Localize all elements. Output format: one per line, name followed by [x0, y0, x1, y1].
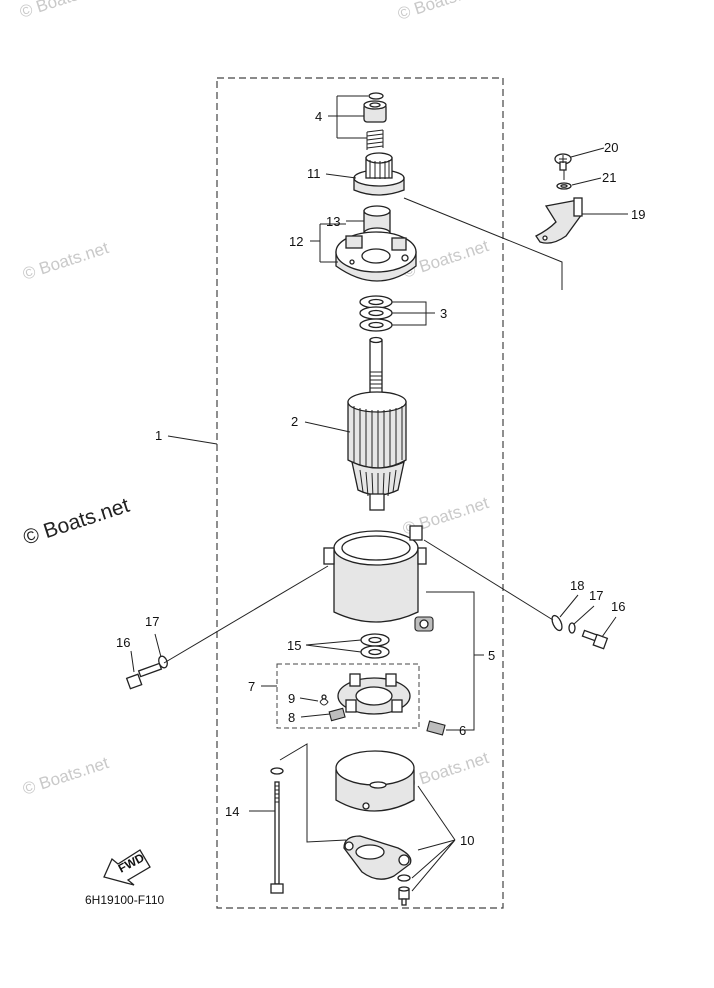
lock-washer: [556, 182, 572, 190]
brush-left: [328, 707, 346, 722]
watermark: © Boats.net: [20, 753, 111, 799]
callout-5: 5: [488, 648, 495, 663]
callout-16-left: 16: [116, 635, 130, 650]
callout-20: 20: [604, 140, 618, 155]
diagram-code: 6H19100-F110: [85, 893, 164, 907]
screw: [554, 153, 572, 171]
yoke-washers: [360, 633, 390, 659]
callout-19: 19: [631, 207, 645, 222]
callout-11: 11: [307, 166, 321, 181]
lower-bracket-plate: [343, 835, 412, 880]
callout-16-right: 16: [611, 599, 625, 614]
watermark: © Boats.net: [395, 0, 486, 24]
watermark: © Boats.net: [20, 238, 111, 284]
brush-spring: [319, 694, 329, 706]
mounting-bracket: [535, 197, 583, 244]
callout-15: 15: [287, 638, 301, 653]
end-bracket: [335, 231, 417, 282]
callout-3: 3: [440, 306, 447, 321]
callout-12: 12: [289, 234, 303, 249]
callout-17-left: 17: [145, 614, 159, 629]
brush-holder-boundary: [276, 663, 420, 729]
callout-21: 21: [602, 170, 616, 185]
callout-6: 6: [459, 723, 466, 738]
callout-13: 13: [326, 214, 340, 229]
callout-10: 10: [460, 833, 474, 848]
left-bolt-and-washer: [125, 655, 168, 690]
pinion-stop-set: [363, 92, 387, 150]
callout-4: 4: [315, 109, 322, 124]
armature: [347, 336, 407, 511]
right-bolt-and-washers: [551, 614, 609, 650]
fwd-arrow: FWD: [103, 849, 151, 886]
callout-17-right: 17: [589, 588, 603, 603]
watermark-dark: © Boats.net: [20, 494, 132, 550]
yoke: [323, 525, 434, 632]
callout-14: 14: [225, 804, 239, 819]
assembly-boundary: [216, 77, 504, 909]
callout-9: 9: [288, 691, 295, 706]
callout-18: 18: [570, 578, 584, 593]
end-cover: [335, 750, 415, 812]
callout-labels: 4 11 13 12 3 2 1 5 15 7 9 8 6 14 10 16 1…: [116, 109, 645, 848]
thrust-washers: [359, 295, 393, 332]
brush-right: [426, 720, 446, 736]
watermark: © Boats.net: [17, 0, 108, 22]
callout-7: 7: [248, 679, 255, 694]
pinion-drive: [353, 152, 405, 196]
callout-8: 8: [288, 710, 295, 725]
bracket-bolts: [397, 874, 411, 906]
leader-lines: [130, 95, 628, 892]
brush-holder: [337, 673, 411, 715]
through-bolt: [270, 767, 284, 894]
callout-2: 2: [291, 414, 298, 429]
callout-1: 1: [155, 428, 162, 443]
